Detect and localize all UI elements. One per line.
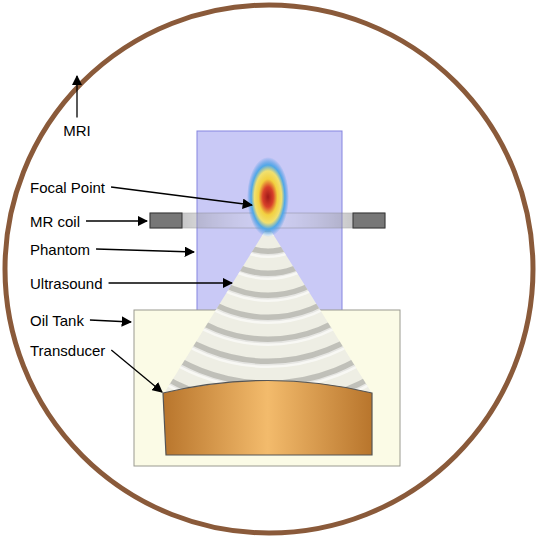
focal-point-label: Focal Point xyxy=(30,179,105,196)
mri-bore xyxy=(5,5,533,533)
leader-arrow xyxy=(109,282,232,283)
leader-arrow xyxy=(111,350,162,392)
coil-label: MR coil xyxy=(30,213,80,230)
focal-point xyxy=(247,157,289,237)
mri-label: MRI xyxy=(63,122,91,139)
leader-arrow xyxy=(76,76,77,118)
transducer xyxy=(163,381,372,456)
leader-arrow xyxy=(86,220,147,221)
leader-arrow xyxy=(111,187,252,205)
leader-arrow xyxy=(90,320,131,322)
phantom-label: Phantom xyxy=(30,241,90,258)
ultrasound-beam xyxy=(36,0,500,432)
ultrasound-label: Ultrasound xyxy=(30,275,103,292)
transducer-label: Transducer xyxy=(30,342,105,359)
oil-tank-label: Oil Tank xyxy=(30,312,84,329)
leader-arrow xyxy=(96,249,194,252)
